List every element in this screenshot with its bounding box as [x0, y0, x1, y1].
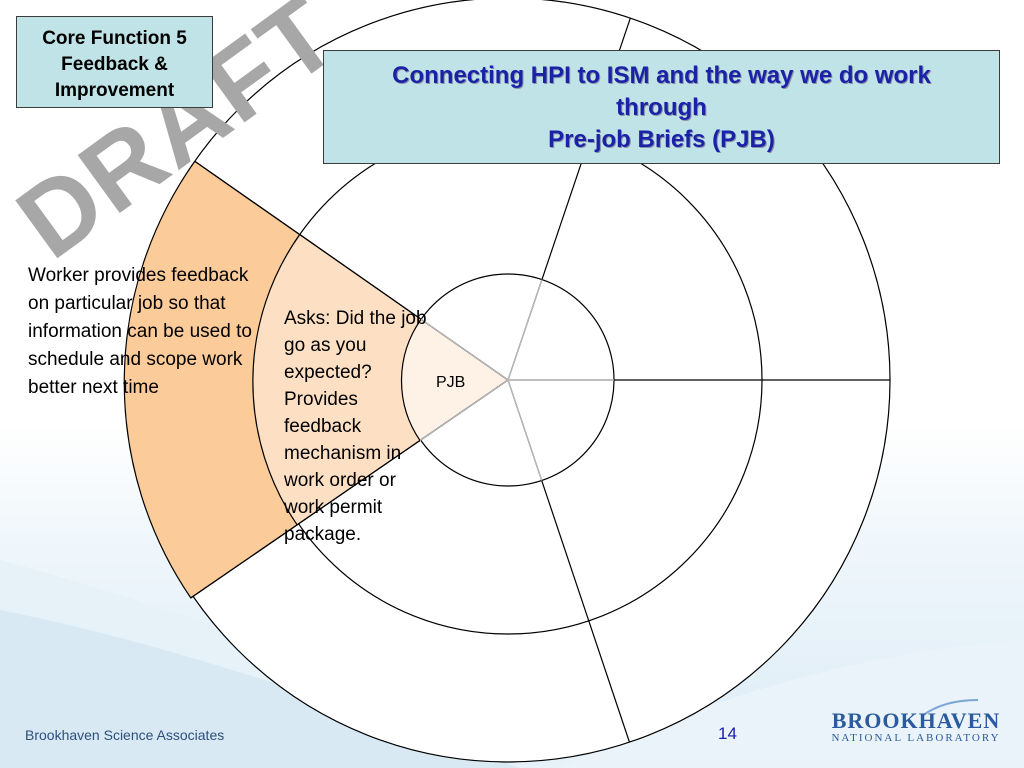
- center-label: PJB: [436, 374, 466, 391]
- slide-title-box: Connecting HPI to ISM and the way we do …: [323, 50, 1000, 164]
- logo-subtitle: NATIONAL LABORATORY: [831, 732, 1001, 744]
- page-number: 14: [718, 724, 737, 743]
- slide-title-line-2: through: [616, 94, 707, 121]
- outer-ring-description: Worker provides feedback on particular j…: [28, 265, 252, 398]
- logo-swoosh-icon: [921, 699, 979, 717]
- core-function-subtitle-2: Improvement: [54, 80, 175, 101]
- middle-ring-description: Asks: Did the job go as you expected? Pr…: [284, 308, 427, 545]
- core-function-subtitle: Feedback &: [61, 54, 168, 75]
- core-function-title: Core Function 5: [42, 28, 187, 49]
- footer-organization: Brookhaven Science Associates: [25, 727, 225, 743]
- slide-title-line-1: Connecting HPI to ISM and the way we do …: [392, 62, 931, 89]
- middle-ring-highlighted-sector: [252, 233, 510, 526]
- brookhaven-logo: BROOKHAVEN NATIONAL LABORATORY: [828, 699, 1004, 746]
- logo-wordmark: BROOKHAVEN: [831, 708, 1001, 733]
- core-function-box: Core Function 5 Feedback & Improvement: [16, 16, 213, 108]
- slide-title-line-3: Pre-job Briefs (PJB): [548, 126, 775, 153]
- inner-ring-highlighted-sector: [400, 318, 510, 442]
